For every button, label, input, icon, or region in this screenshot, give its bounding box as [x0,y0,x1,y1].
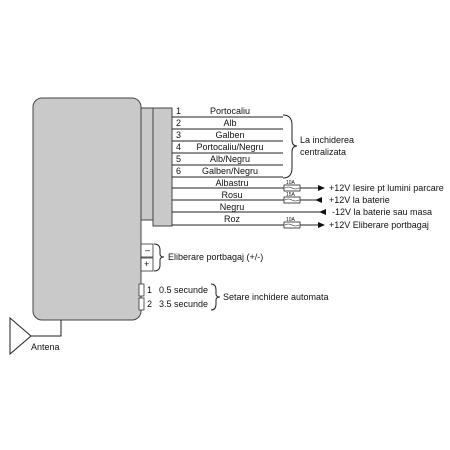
wire-number: 2 [176,118,181,128]
wire-label: Portocaliu/Negru [196,142,263,152]
antenna: Antena [9,316,62,356]
fuse-rating: 15A [286,192,296,198]
trunk-minus: – [145,245,150,255]
fuse-rating: 10A [286,180,296,186]
wire-label: Roz [224,214,241,224]
trunk-label: Eliberare portbagaj (+/-) [168,252,263,262]
wire-description: +12V Iesire pt lumini parcare [329,183,444,193]
connector-wire-numbers: 1 2 3 4 5 6 [176,106,181,176]
connector-wire-labels: Portocaliu Alb Galben Portocaliu/Negru A… [196,106,263,176]
wire-label: Galben/Negru [202,166,258,176]
wire-number: 5 [176,154,181,164]
control-unit [32,97,142,321]
fuse-rating: 10A [286,217,296,223]
trunk-brace [153,243,165,272]
trunk-connector: – + Eliberare portbagaj (+/-) [140,243,263,272]
timing-connector: 1 0.5 secunde 2 3.5 secunde Setare inchi… [138,283,329,311]
wire-label: Rosu [221,190,242,200]
connector-block-inner [152,107,173,227]
wire-label: Portocaliu [210,106,250,116]
power-wires [172,187,326,226]
timing-option-label: 3.5 secunde [159,299,208,309]
wire-number: 1 [176,106,181,116]
antenna-icon [9,316,32,356]
wire-label: Galben [215,130,244,140]
wire-number: 4 [176,142,181,152]
wire-description: +12V la baterie [329,195,390,205]
timing-brace [210,283,221,311]
connector-wires [172,116,283,178]
timing-option-label: 0.5 secunde [159,285,208,295]
antenna-label: Antena [31,342,60,352]
wire-label: Negru [220,202,245,212]
wire-description: +12V Eliberare portbagaj [329,220,429,230]
arrows [315,185,326,228]
timing-option-number: 1 [147,285,152,295]
arrow-right-icon [318,185,325,191]
arrow-left-icon [315,197,322,203]
trunk-plus: + [144,259,149,269]
wire-label: Alb [223,118,236,128]
connector-block-outer [140,107,154,221]
wire-label: Albastru [215,178,248,188]
wire-number: 3 [176,130,181,140]
central-lock-brace [282,114,298,179]
timing-option-number: 2 [147,299,152,309]
central-lock-note-line2: centralizata [300,147,346,157]
wire-label: Alb/Negru [210,154,250,164]
wire-number: 6 [176,166,181,176]
wire-description: -12V la baterie sau masa [332,207,432,217]
timing-label: Setare inchidere automata [223,292,329,302]
arrow-left-icon [319,209,326,215]
central-lock-note-line1: La inchiderea [300,135,354,145]
power-wire-descriptions: +12V Iesire pt lumini parcare +12V la ba… [329,183,444,230]
arrow-right-icon [318,222,325,228]
power-wire-labels: Albastru Rosu Negru Roz [215,178,248,224]
